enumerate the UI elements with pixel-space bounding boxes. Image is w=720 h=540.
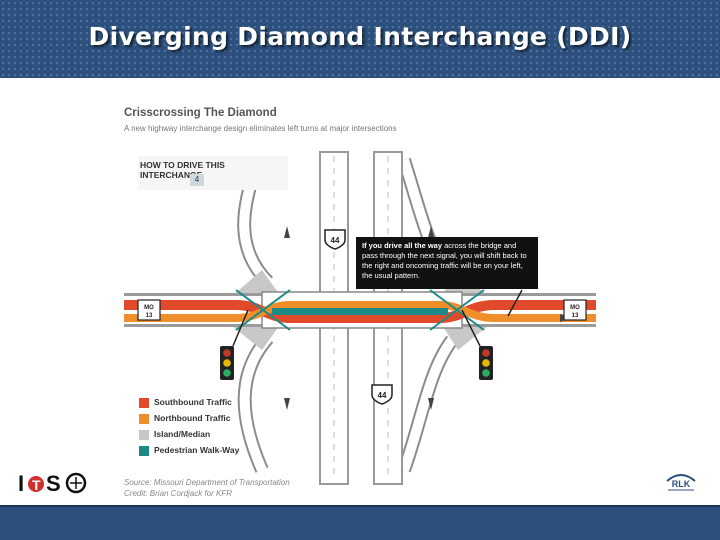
legend-swatch: [139, 398, 149, 408]
interstate-shield-north: 44: [324, 229, 346, 250]
legend-label: Island/Median: [154, 429, 211, 439]
footer-stripe: [0, 505, 720, 508]
legend-label: Southbound Traffic: [154, 397, 232, 407]
rlk-logo: RLK: [666, 474, 696, 491]
footer-bar: [0, 507, 720, 540]
interstate-shield-south: 44: [371, 384, 393, 405]
traffic-light-right-icon: [479, 346, 493, 380]
svg-text:I: I: [18, 471, 24, 496]
itso-logo: I T S: [18, 471, 87, 496]
source-credit: Source: Missouri Department of Transport…: [124, 477, 290, 499]
legend-swatch: [139, 414, 149, 424]
diagram-subtitle: Crisscrossing The Diamond: [124, 107, 277, 119]
howto-step-badge: 4: [190, 174, 204, 186]
svg-text:S: S: [46, 471, 61, 496]
pedestrian-walkway: [272, 308, 448, 315]
shield-west-number: 13: [146, 313, 153, 319]
route-shield-west: MO 13: [137, 299, 161, 321]
svg-text:T: T: [32, 477, 41, 493]
callout-bold: If you drive all the way: [362, 241, 443, 250]
slide-header: [0, 0, 720, 78]
southbound-path: [124, 300, 596, 323]
howto-title: HOW TO DRIVE THIS INTERCHANGE: [140, 160, 225, 180]
howto-box: HOW TO DRIVE THIS INTERCHANGE 4: [138, 156, 288, 190]
shield-north-number: 44: [331, 236, 340, 245]
callout-text: across the bridge and pass through the n…: [362, 241, 527, 280]
source-line: Source: Missouri Department of Transport…: [124, 478, 290, 487]
legend-swatch: [139, 430, 149, 440]
northbound-path: [124, 301, 596, 322]
diagram-description: A new highway interchange design elimina…: [124, 124, 397, 133]
credit-line: Credit: Brian Cordjack for KFR: [124, 489, 233, 498]
shield-south-number: 44: [378, 391, 387, 400]
shield-west-prefix: MO: [144, 305, 154, 311]
traffic-light-left-icon: [220, 346, 234, 380]
slide-title: Diverging Diamond Interchange (DDI): [88, 22, 632, 51]
route-shield-east: MO 13: [563, 299, 587, 321]
shield-east-number: 13: [572, 313, 579, 319]
shield-east-prefix: MO: [570, 305, 580, 311]
legend-label: Northbound Traffic: [154, 413, 231, 423]
signal-poles: [232, 289, 523, 347]
svg-text:RLK: RLK: [672, 479, 691, 489]
legend-swatch: [139, 446, 149, 456]
legend-label: Pedestrian Walk-Way: [154, 445, 240, 455]
callout-box: If you drive all the way across the brid…: [356, 237, 538, 289]
